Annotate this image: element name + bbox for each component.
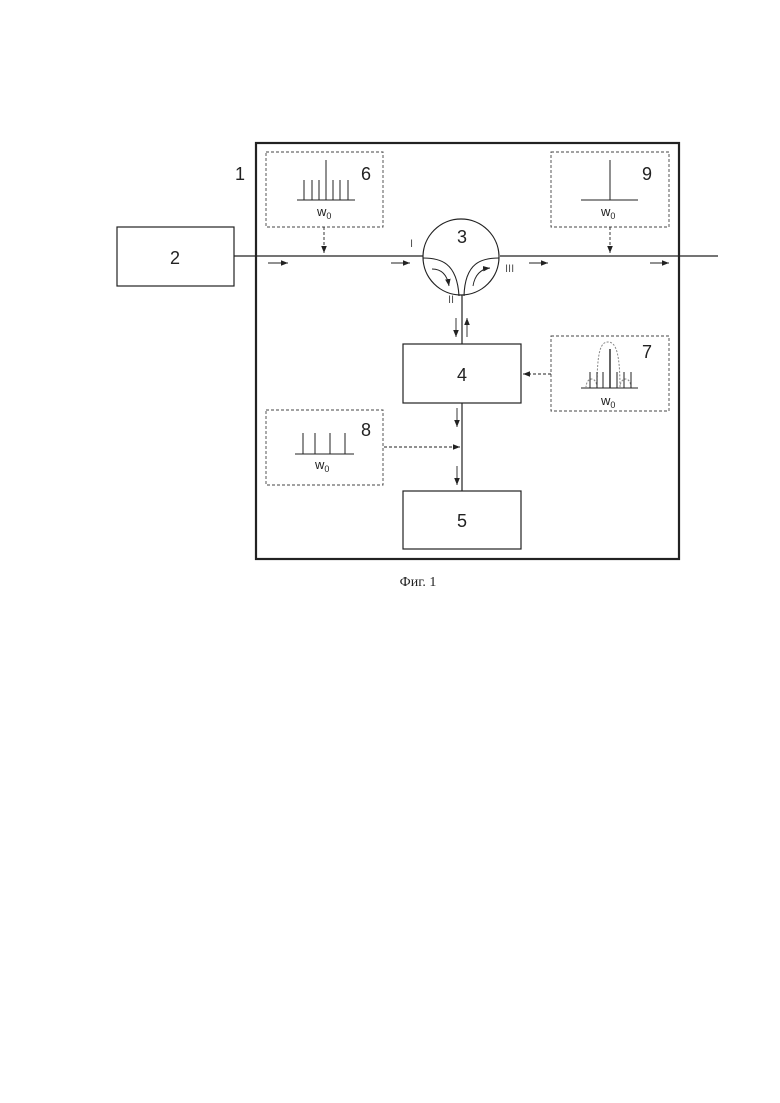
spectrum-7-label: 7 (642, 342, 652, 362)
frequency-subscript: 0 (610, 211, 615, 221)
spectrum-8-label: 8 (361, 420, 371, 440)
spectrum-7: 7 w0 (551, 336, 669, 411)
source-block-label: 2 (170, 248, 180, 268)
port-label-iii: III (505, 263, 514, 275)
port-label-ii: II (448, 294, 454, 306)
port-label-i: I (410, 238, 413, 250)
frequency-subscript: 0 (326, 211, 331, 221)
circulator-label: 3 (457, 227, 467, 247)
block-4-label: 4 (457, 365, 467, 385)
frequency-subscript: 0 (610, 400, 615, 410)
circulator-arrow-out (473, 268, 490, 286)
figure-caption: Фиг. 1 (400, 575, 437, 590)
frequency-subscript: 0 (324, 464, 329, 474)
spectrum-6-label: 6 (361, 164, 371, 184)
frequency-symbol: w (600, 204, 611, 219)
spectrum-9-label: 9 (642, 164, 652, 184)
frequency-symbol: w (600, 393, 611, 408)
spectrum-8: 8 w0 (266, 410, 383, 485)
frequency-symbol: w (316, 204, 327, 219)
outer-frame-label: 1 (235, 164, 245, 184)
block-5-label: 5 (457, 511, 467, 531)
spectrum-9: 9 w0 (551, 152, 669, 227)
frequency-symbol: w (314, 457, 325, 472)
spectrum-6: 6 w0 (266, 152, 383, 227)
